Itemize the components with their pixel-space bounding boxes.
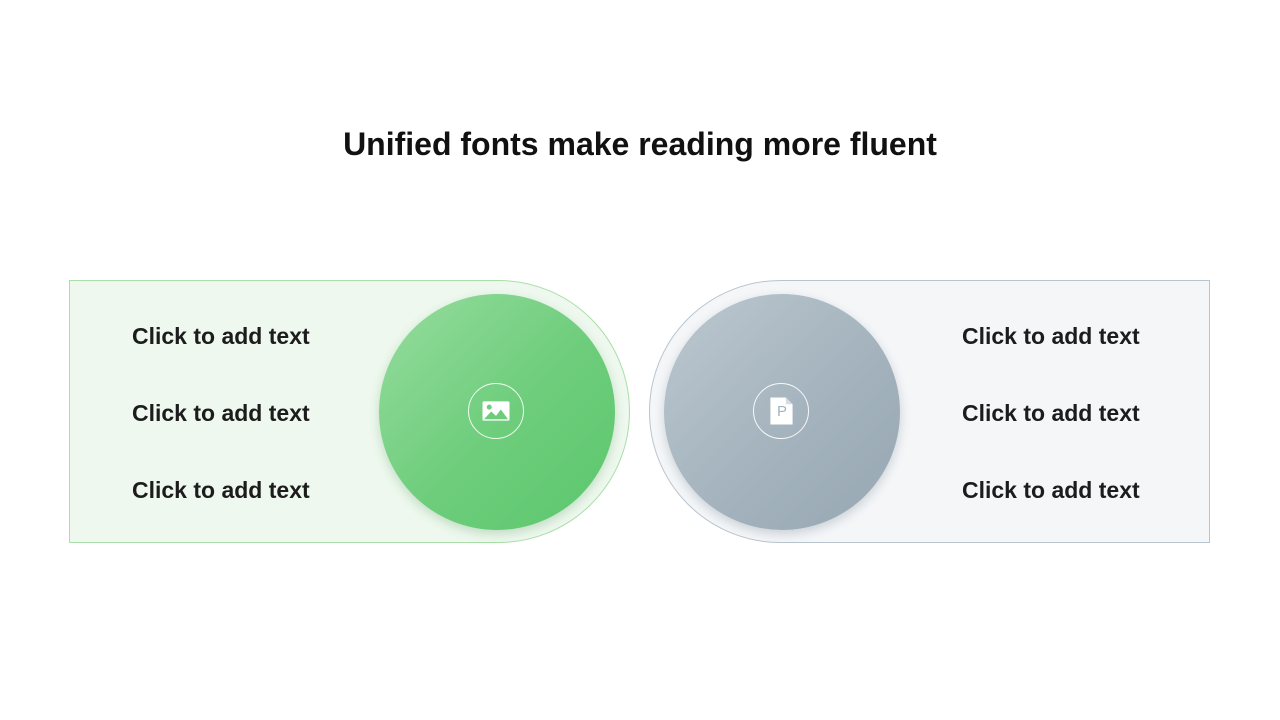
- left-text-2[interactable]: Click to add text: [132, 400, 310, 426]
- left-circle: [379, 294, 615, 530]
- document-p-letter: P: [776, 403, 787, 420]
- image-icon[interactable]: [468, 383, 524, 439]
- left-text-3[interactable]: Click to add text: [132, 477, 310, 503]
- document-p-icon[interactable]: P: [753, 383, 809, 439]
- right-text-1[interactable]: Click to add text: [962, 323, 1140, 349]
- right-text-3[interactable]: Click to add text: [962, 477, 1140, 503]
- left-text-1[interactable]: Click to add text: [132, 323, 310, 349]
- slide-title[interactable]: Unified fonts make reading more fluent: [343, 126, 937, 162]
- right-circle: P: [664, 294, 900, 530]
- right-text-2[interactable]: Click to add text: [962, 400, 1140, 426]
